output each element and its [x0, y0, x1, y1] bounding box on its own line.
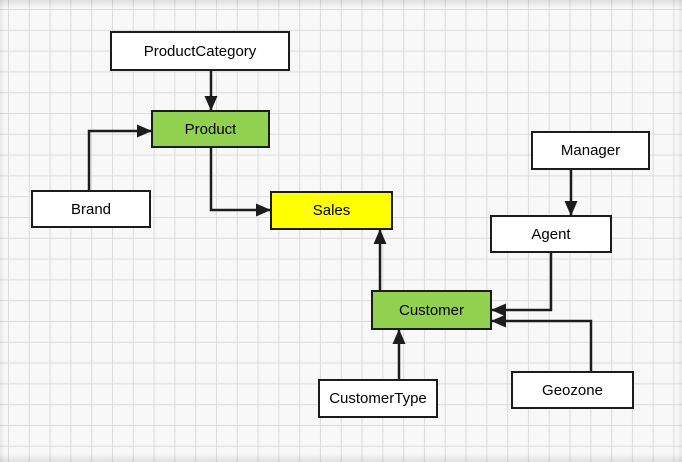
node-agent[interactable]: Agent: [490, 215, 612, 253]
node-customer[interactable]: Customer: [371, 290, 492, 330]
edge-product-to-sales: [209, 148, 271, 217]
node-brand[interactable]: Brand: [31, 190, 151, 228]
node-label: Brand: [70, 200, 112, 218]
node-manager[interactable]: Manager: [531, 131, 650, 170]
node-geozone[interactable]: Geozone: [511, 371, 634, 409]
edge-brand-to-product: [87, 124, 152, 190]
node-sales[interactable]: Sales: [270, 191, 393, 230]
node-label: Product: [184, 120, 237, 138]
edge-agent-to-customer: [491, 253, 553, 317]
node-customer-type[interactable]: CustomerType: [318, 379, 438, 418]
node-label: CustomerType: [329, 390, 427, 407]
node-product[interactable]: Product: [151, 110, 270, 148]
node-label: Geozone: [542, 381, 603, 399]
node-label: Sales: [312, 202, 351, 219]
node-label: Manager: [560, 142, 621, 159]
node-label: Agent: [531, 225, 571, 243]
edge-geozone-to-customer: [491, 314, 593, 371]
node-label: Customer: [398, 301, 465, 319]
node-product-category[interactable]: ProductCategory: [110, 31, 290, 71]
node-label: ProductCategory: [143, 42, 257, 60]
